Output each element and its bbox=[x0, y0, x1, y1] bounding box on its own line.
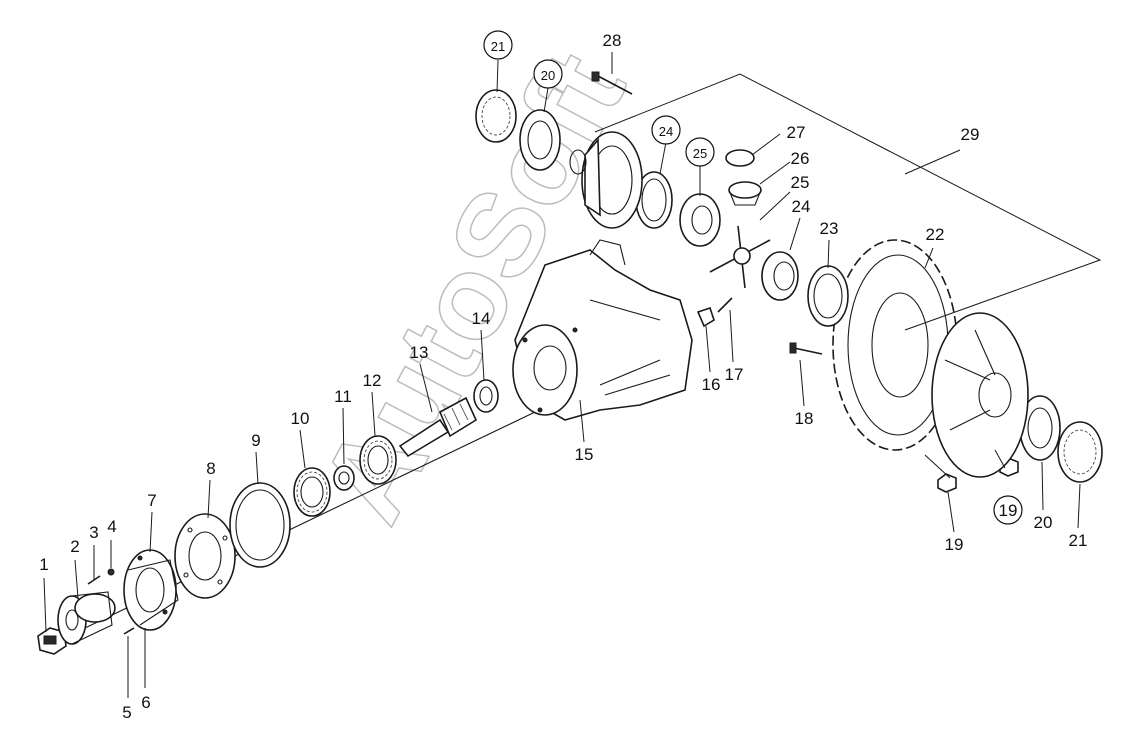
part-2-flange bbox=[57, 591, 116, 645]
label-25: 25 bbox=[791, 173, 810, 192]
part-10-bearing bbox=[293, 467, 331, 517]
label-circles bbox=[483, 30, 1023, 525]
label-1: 1 bbox=[39, 555, 48, 574]
part-15-housing bbox=[512, 239, 693, 421]
part-19-nut-a bbox=[937, 473, 957, 493]
leader-lines bbox=[43, 52, 1081, 698]
part-spider-cross bbox=[709, 225, 771, 289]
label-12: 12 bbox=[363, 371, 382, 390]
label-5: 5 bbox=[122, 703, 131, 722]
label-7: 7 bbox=[147, 491, 156, 510]
label-29: 29 bbox=[961, 125, 980, 144]
label-22: 22 bbox=[926, 225, 945, 244]
label-23: 23 bbox=[820, 219, 839, 238]
part-26-gear-top bbox=[728, 181, 762, 206]
part-9-gasket bbox=[229, 482, 291, 568]
part-21-cup-right bbox=[1057, 421, 1103, 483]
label-13: 13 bbox=[410, 343, 429, 362]
part-1-nut bbox=[37, 627, 67, 655]
label-18: 18 bbox=[795, 409, 814, 428]
differential-case-left bbox=[569, 131, 643, 229]
part-14-seal bbox=[473, 379, 499, 413]
label-10: 10 bbox=[291, 409, 310, 428]
part-11-spacer bbox=[333, 465, 355, 491]
circle-24-top bbox=[651, 115, 681, 145]
part-13-pinion-shaft bbox=[398, 396, 478, 458]
label-2: 2 bbox=[70, 537, 79, 556]
label-8: 8 bbox=[206, 459, 215, 478]
labels: 1 2 3 4 5 6 7 8 9 10 11 12 13 14 15 16 1… bbox=[39, 31, 1087, 722]
part-25-planet-gear bbox=[679, 193, 721, 247]
part-18-bolt bbox=[789, 342, 823, 355]
label-17: 17 bbox=[725, 365, 744, 384]
label-19-circled: 19 bbox=[999, 501, 1018, 520]
label-15: 15 bbox=[575, 445, 594, 464]
label-20: 20 bbox=[1034, 513, 1053, 532]
circle-20-top bbox=[533, 59, 563, 89]
label-25-circled: 25 bbox=[693, 146, 707, 161]
label-16: 16 bbox=[702, 375, 721, 394]
circle-19-right bbox=[993, 495, 1023, 525]
part-17-bolt bbox=[717, 297, 733, 313]
part-27-washer-top bbox=[725, 149, 755, 167]
part-5-bolt bbox=[123, 627, 135, 635]
label-14: 14 bbox=[472, 309, 491, 328]
part-24-side-gear bbox=[761, 251, 799, 301]
label-26: 26 bbox=[791, 149, 810, 168]
part-7-cover bbox=[123, 549, 179, 631]
part-23-washer bbox=[807, 265, 849, 327]
part-29-assembly-bracket bbox=[594, 73, 1102, 331]
label-21: 21 bbox=[1069, 531, 1088, 550]
circle-25-top bbox=[685, 137, 715, 167]
differential-case-right bbox=[931, 312, 1029, 478]
label-6: 6 bbox=[141, 693, 150, 712]
part-21-cup-top bbox=[475, 89, 517, 143]
label-27: 27 bbox=[787, 123, 806, 142]
part-12-bearing bbox=[359, 435, 397, 485]
label-24-circled: 24 bbox=[659, 124, 673, 139]
label-20-circled: 20 bbox=[541, 68, 555, 83]
label-3: 3 bbox=[89, 523, 98, 542]
part-16-clip bbox=[696, 306, 715, 328]
label-9: 9 bbox=[251, 431, 260, 450]
circle-21-top bbox=[483, 30, 513, 60]
part-28-bolt bbox=[591, 71, 633, 95]
part-8-plate bbox=[174, 513, 236, 599]
label-4: 4 bbox=[107, 517, 116, 536]
part-4-washer bbox=[107, 568, 115, 576]
label-28: 28 bbox=[603, 31, 622, 50]
label-11: 11 bbox=[334, 387, 352, 406]
label-24: 24 bbox=[792, 197, 811, 216]
label-19: 19 bbox=[945, 535, 964, 554]
label-21-circled: 21 bbox=[491, 39, 505, 54]
part-20-bearing-top bbox=[519, 109, 561, 171]
